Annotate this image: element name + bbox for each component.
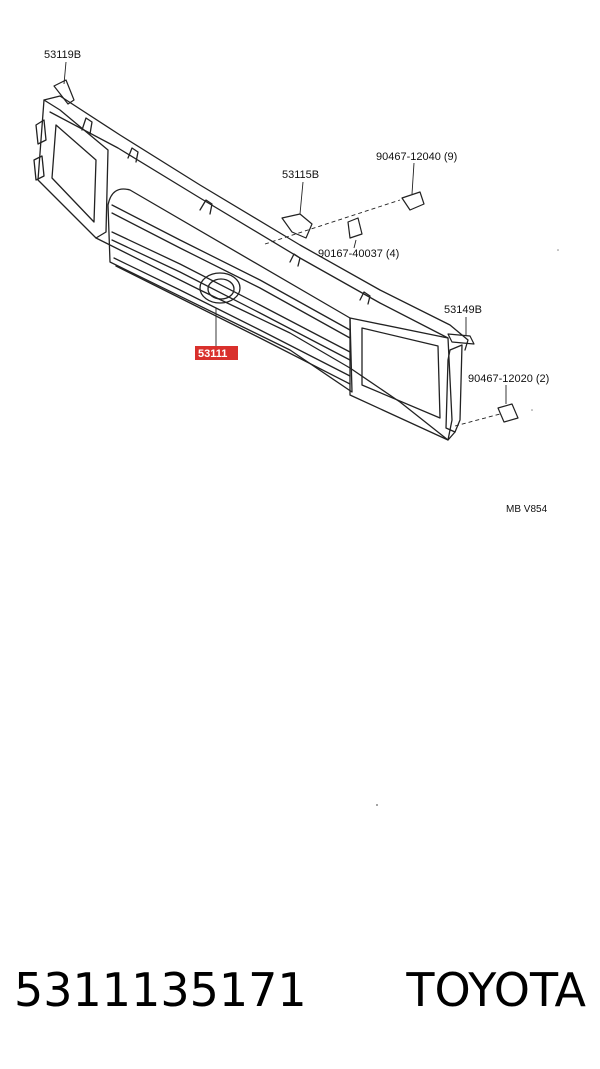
grille-left-clip-b [33, 155, 45, 181]
callout-53111: 53111 [198, 348, 227, 360]
part-53115b-shape [281, 213, 313, 239]
grille-bar-3b [115, 265, 351, 385]
grille-center-opening [107, 188, 353, 393]
part-90467-12020-shape [497, 403, 519, 423]
callout-53111-highlight [195, 346, 238, 360]
callout-90467-12040: 90467-12040 (9) [376, 151, 457, 163]
stray-dot-c [376, 804, 378, 806]
grille-frame-top-inner [49, 111, 449, 339]
callout-90467-12020: 90467-12020 (2) [468, 373, 549, 385]
part-53119b-shape [53, 79, 75, 105]
callout-53119b: 53119B [44, 49, 81, 61]
grille-left-box [37, 99, 109, 239]
drawing-code: MB V854 [506, 504, 548, 515]
grille-drawing [33, 95, 469, 441]
leader-53119b [63, 61, 67, 85]
grille-right-box-inner [361, 327, 441, 419]
grille-top-tab-4 [289, 253, 301, 267]
grille-bar-1 [111, 204, 351, 331]
leader-90467-12040 [411, 162, 415, 195]
grille-frame-top [43, 95, 469, 351]
grille-emblem-inner [207, 278, 235, 300]
stray-dot-b [531, 409, 533, 411]
grille-top-tab-5 [359, 291, 371, 305]
grille-top-tab-1 [81, 117, 93, 135]
leader-53115b [299, 181, 304, 215]
stray-dot-a [557, 249, 559, 251]
grille-frame-bottom [95, 237, 456, 441]
grille-emblem-outer [199, 272, 241, 304]
footer: 5311135171 TOYOTA [14, 955, 586, 1025]
callout-53149b: 53149B [444, 304, 482, 316]
part-53149b-shape [447, 333, 475, 345]
leader-lines [63, 61, 507, 427]
grille-right-bracket [445, 344, 463, 433]
part-number: 5311135171 [14, 963, 307, 1017]
grille-top-tab-3 [199, 199, 213, 215]
parts-diagram: 53119B 53115B 90467-12040 (9) 90167-4003… [33, 49, 559, 515]
grille-bar-2b [111, 239, 351, 361]
grille-bar-2 [111, 231, 351, 353]
brand-name: TOYOTA [406, 963, 586, 1017]
dashed-leader-b [454, 413, 501, 427]
part-90167-40037-shape [347, 217, 363, 239]
grille-left-box-inner [51, 124, 97, 223]
callout-90167-40037: 90167-40037 (4) [318, 248, 399, 260]
grille-top-tab-2 [127, 147, 139, 163]
grille-left-clip-a [35, 119, 47, 145]
grille-bar-1b [111, 212, 351, 339]
leader-90167-40037 [353, 239, 357, 249]
small-parts [53, 79, 519, 423]
part-90467-12040-shape [401, 191, 425, 211]
callout-53115b: 53115B [282, 169, 319, 181]
dashed-leader-a [264, 199, 401, 245]
grille-bar-3 [113, 257, 351, 377]
